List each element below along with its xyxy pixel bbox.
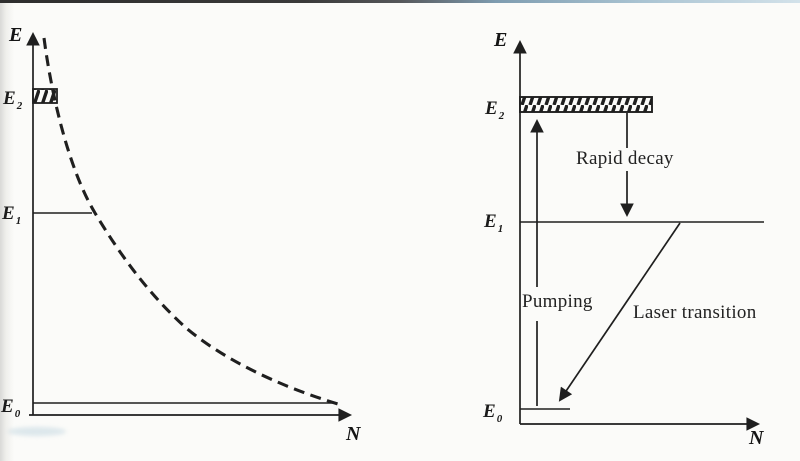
right-e0-base: E bbox=[483, 401, 496, 422]
right-x-axis-label: N bbox=[749, 428, 763, 448]
left-x-axis-label-text: N bbox=[346, 423, 361, 445]
laser-transition-label: Laser transition bbox=[633, 303, 757, 322]
right-e2-base: E bbox=[485, 98, 498, 119]
right-e2-level-band bbox=[519, 96, 653, 113]
right-e2-label: E2 bbox=[485, 99, 504, 122]
rapid-decay-text: Rapid decay bbox=[576, 148, 674, 169]
right-y-axis-label: E bbox=[494, 30, 507, 50]
left-y-axis-label: E bbox=[9, 25, 22, 45]
right-e2-sub: 2 bbox=[498, 109, 505, 122]
scan-artifact-top-line bbox=[0, 0, 800, 3]
left-e1-base: E bbox=[2, 203, 15, 224]
left-e1-label: E1 bbox=[2, 204, 21, 227]
left-e2-label: E2 bbox=[3, 89, 22, 112]
right-e0-sub: 0 bbox=[496, 412, 503, 425]
right-e1-sub: 1 bbox=[497, 222, 504, 235]
left-e2-level-band bbox=[32, 88, 58, 104]
right-e0-label: E0 bbox=[483, 402, 502, 425]
left-population-dashed-curve bbox=[42, 37, 339, 406]
right-e1-label: E1 bbox=[484, 212, 503, 235]
left-e2-sub: 2 bbox=[16, 99, 23, 112]
rapid-decay-label: Rapid decay bbox=[576, 149, 674, 168]
pumping-label: Pumping bbox=[522, 292, 593, 311]
laser-transition-text: Laser transition bbox=[633, 302, 757, 323]
left-x-axis-label: N bbox=[346, 424, 360, 444]
left-e0-sub: 0 bbox=[14, 407, 21, 420]
right-y-axis-label-text: E bbox=[494, 29, 508, 51]
right-laser-transition-diagram bbox=[513, 39, 764, 431]
left-e0-base: E bbox=[1, 396, 14, 417]
right-e1-base: E bbox=[484, 211, 497, 232]
right-x-axis-label-text: N bbox=[749, 427, 764, 449]
left-boltzmann-diagram bbox=[26, 31, 353, 422]
scan-artifact-smudge bbox=[8, 427, 66, 436]
left-e1-sub: 1 bbox=[15, 214, 22, 227]
laser-transition-arrow bbox=[558, 222, 681, 402]
left-e2-base: E bbox=[3, 88, 16, 109]
left-y-axis-label-text: E bbox=[9, 24, 23, 46]
left-e0-label: E0 bbox=[1, 397, 20, 420]
pumping-text: Pumping bbox=[522, 291, 593, 312]
